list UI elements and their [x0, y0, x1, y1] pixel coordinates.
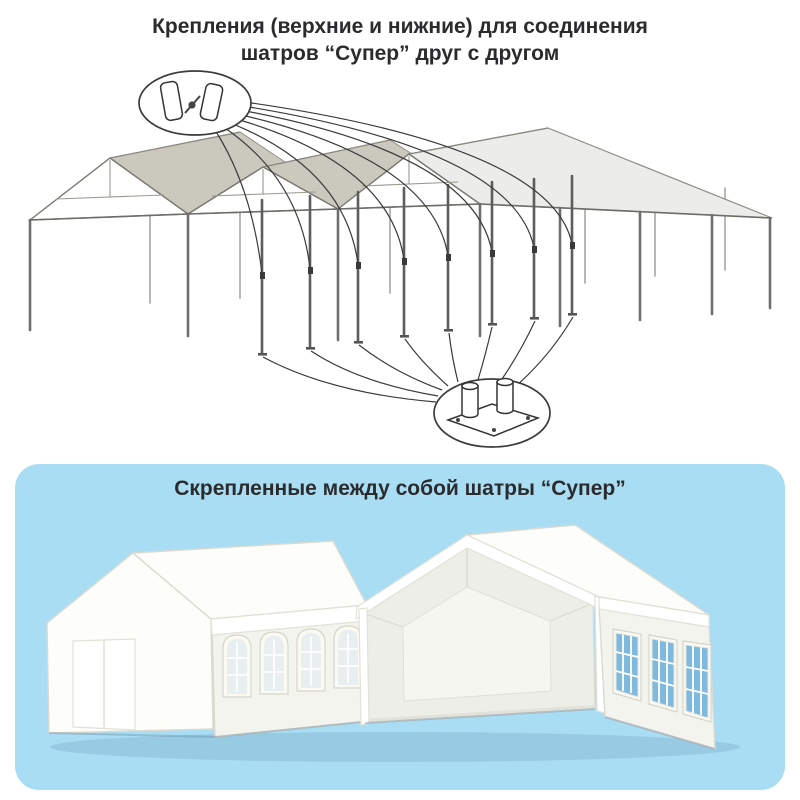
arched-window — [296, 628, 326, 692]
left-tent — [46, 540, 372, 739]
door-flap — [72, 638, 136, 731]
ground-shadow — [50, 732, 740, 762]
connected-tents-illustration — [46, 524, 740, 762]
bottom-leader-lines — [262, 316, 574, 403]
top-leader-lines — [214, 101, 573, 274]
top-title-line2: шатров “Супер” друг с другом — [240, 41, 560, 65]
arched-window — [222, 634, 252, 698]
base-plate-icon — [445, 377, 541, 437]
top-diagram-section: Крепления (верхние и нижние) для соедине… — [0, 0, 800, 448]
arched-window — [333, 625, 363, 689]
blue-window — [682, 640, 712, 723]
top-title-line1: Крепления (верхние и нижние) для соедине… — [152, 15, 648, 38]
top-title: Крепления (верхние и нижние) для соедине… — [0, 0, 800, 68]
tent-frame-diagram — [27, 69, 773, 448]
clamp-callout — [138, 69, 252, 136]
bottom-title: Скрепленные между собой шатры “Супер” — [174, 477, 626, 500]
bottom-illustration-panel: Скрепленные между собой шатры “Супер” — [15, 464, 785, 790]
clamp-icon — [159, 80, 224, 122]
arched-window — [259, 631, 289, 695]
base-plate-callout — [433, 377, 551, 448]
blue-window — [612, 628, 642, 702]
blue-window — [648, 634, 678, 713]
tent-interior — [362, 546, 596, 724]
right-tent — [355, 524, 716, 750]
front-legs — [28, 202, 772, 342]
connector-columns — [258, 174, 577, 356]
